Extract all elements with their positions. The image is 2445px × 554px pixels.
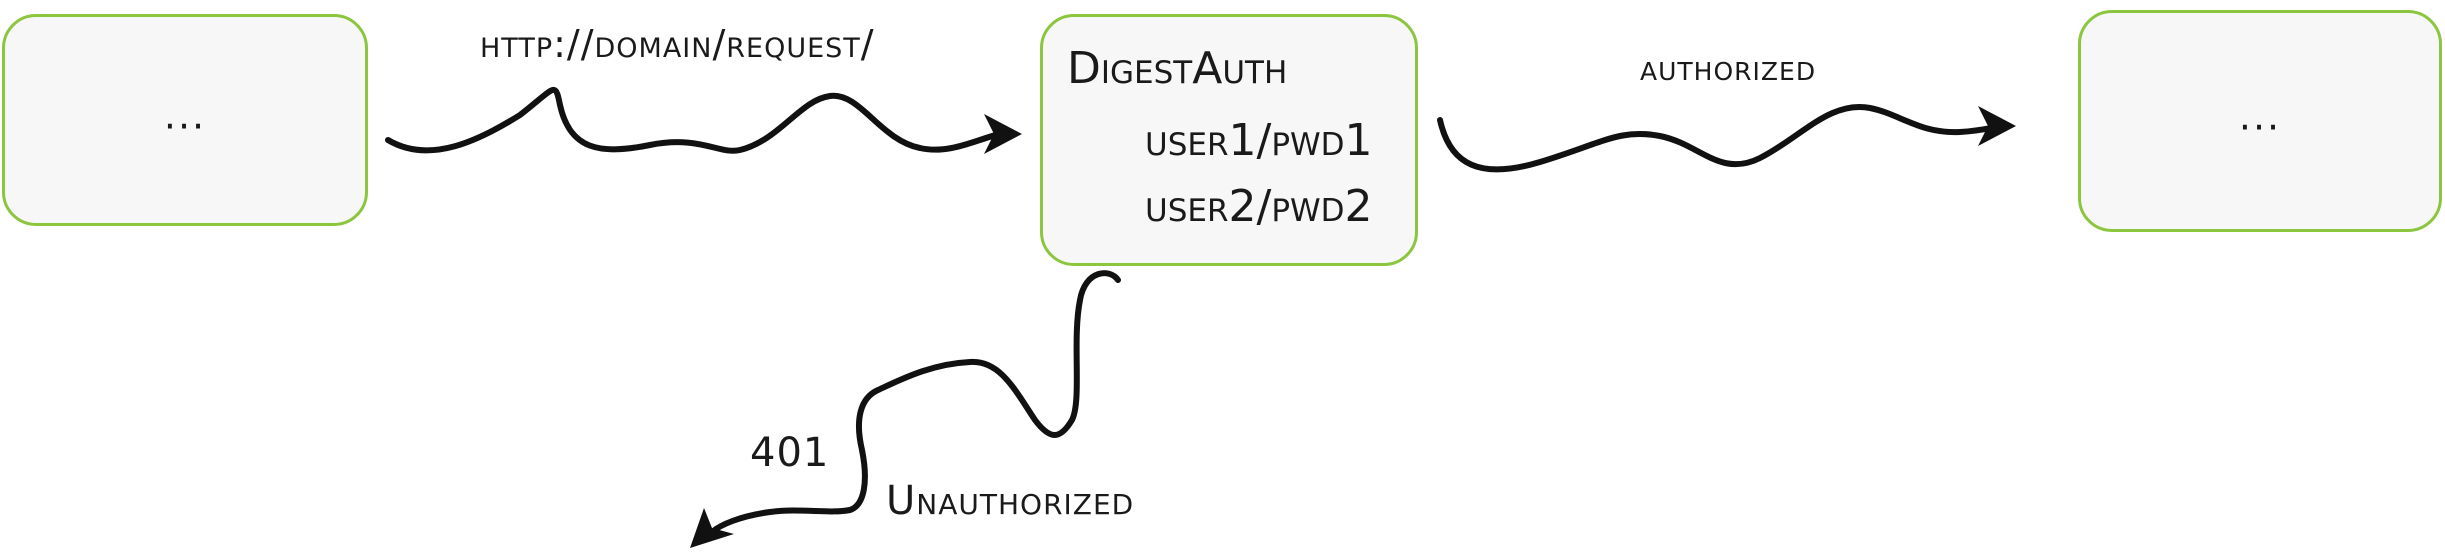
- authorized-arrowhead: [1978, 106, 2016, 146]
- target-node: ...: [2078, 10, 2442, 232]
- credential-entry: user2/pwd2: [1145, 181, 1373, 232]
- unauthorized-arrowhead: [690, 508, 734, 548]
- unauthorized-arrow-line: [709, 270, 1121, 535]
- request-label: http://domain/request/: [480, 22, 875, 66]
- digest-auth-title: DigestAuth: [1067, 43, 1288, 94]
- request-arrowhead: [984, 114, 1022, 154]
- target-node-text: ...: [2238, 94, 2282, 139]
- authorized-label: authorized: [1640, 48, 1817, 89]
- credential-entry: user1/pwd1: [1145, 115, 1373, 166]
- authorized-arrow-line: [1437, 103, 2005, 173]
- request-arrow-line: [385, 87, 1003, 154]
- status-code-label: 401: [750, 430, 830, 476]
- digest-auth-node: DigestAuth user1/pwd1 user2/pwd2: [1040, 14, 1418, 266]
- unauthorized-label: Unauthorized: [886, 478, 1135, 524]
- source-node-text: ...: [163, 93, 207, 138]
- source-node: ...: [2, 14, 368, 226]
